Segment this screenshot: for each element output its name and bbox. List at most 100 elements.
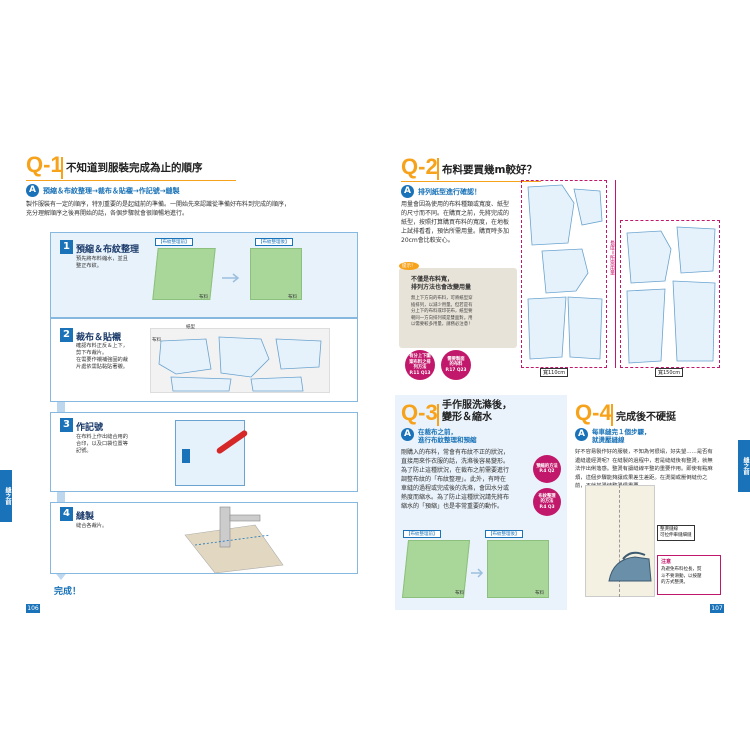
body-line: 車縫的過程或完成後的洗滌，會因水分或 xyxy=(401,485,510,492)
layout-110 xyxy=(521,180,607,368)
flow-arrow-icon xyxy=(53,570,69,580)
step-2-title: 裁布＆貼襯 xyxy=(76,333,122,343)
note-title-line: 排列方法也會改變用量 xyxy=(411,284,472,291)
body-line: 用量會因為使用的布料種類或寬度、紙型 xyxy=(401,201,510,208)
desc-line: 整正布紋。 xyxy=(76,263,102,269)
page-number-left: 106 xyxy=(26,604,40,613)
pattern-pieces-icon xyxy=(158,336,322,392)
q2-ref-1: 有分上下圖 案布料之排 列方法 P.11 Q13 xyxy=(405,350,435,380)
body-line: 好不容易製作好的服裝，不知為何很塌，好失望……是否有 xyxy=(575,449,713,455)
step-3-number: 3 xyxy=(60,418,73,432)
ref-line: 需要製面 xyxy=(447,356,465,362)
page-number-right: 107 xyxy=(710,604,724,613)
ref-line: P.4 Q2 xyxy=(539,469,555,474)
fabric-label: 布料 xyxy=(199,295,208,300)
fabric-label: 布料 xyxy=(535,591,544,596)
flow-line xyxy=(57,238,65,573)
side-tab-text: 縫之前 xyxy=(4,487,11,505)
length-label: 長度＝所需用量 xyxy=(609,240,615,276)
step-3-desc: 在布料上作出縫合用的 合印，以及口袋位置等 記號。 xyxy=(76,434,128,455)
title-line: 變形＆縮水 xyxy=(442,412,492,423)
step-1-number: 1 xyxy=(60,240,73,254)
q2-underline xyxy=(401,181,541,182)
body-line: 熱度而縮水。為了防止這種狀況請先將布 xyxy=(401,494,510,501)
q2-body: 用量會因為使用的布料種類或寬度、紙型 的尺寸而不同。在購買之前，先將完成的 紙型… xyxy=(401,200,516,245)
ref-line: 的方法 xyxy=(540,499,554,505)
q4-illustration: 整燙縫線 可拉伸車縫細縫 注意 為避免布料拉長，熨 斗不要滑動，以按壓 的方式整… xyxy=(575,485,723,605)
seam-line xyxy=(619,485,620,597)
mark-square xyxy=(182,449,190,463)
q3-divider xyxy=(437,404,439,426)
paper-label: 紙型 xyxy=(186,325,195,330)
body-line: 上試排看看，預估所需用量。購買時多加 xyxy=(401,228,510,235)
note-line: 以需要較多用量，請務必注意！ xyxy=(411,322,473,327)
intro-text: 製作服裝有一定的順序，特別重要的是起縫前的準備。一開始先來認識從準備好布料到完成… xyxy=(26,200,356,218)
q1-title: 不知道到服裝完成為止的順序 xyxy=(66,162,203,174)
ref-line: P.11 Q13 xyxy=(409,370,431,376)
pattern-layout-150-icon xyxy=(626,226,716,364)
caution-badge: 注意 xyxy=(661,559,672,565)
step-4-desc: 縫合各裁片。 xyxy=(76,523,107,530)
head-line: 在裁布之前， xyxy=(418,428,457,436)
desc-line: 合印，以及口袋位置等 xyxy=(76,441,128,447)
q4-title: 完成後不硬挺 xyxy=(616,412,676,423)
side-tab-text: 縫之前 xyxy=(742,457,749,475)
q3-answer-badge: A xyxy=(401,428,414,441)
step-1-desc: 預先將布料縮水，並且 整正布紋。 xyxy=(76,256,128,270)
caution-line: 的方式整燙。 xyxy=(661,580,688,585)
label-line: 整燙縫線 xyxy=(660,527,678,532)
body-line: 20cm會比較安心。 xyxy=(401,237,454,244)
title-line: 手作服洗滌後， xyxy=(442,400,512,411)
desc-line: 在需要作襯補強固的裁 xyxy=(76,357,128,363)
side-tab-left: 縫之前 xyxy=(0,470,12,522)
q3-title: 手作服洗滌後， 變形＆縮水 xyxy=(442,400,512,424)
body-line: 縮水的「預縮」也是非常重要的動作。 xyxy=(401,503,504,510)
head-line: 進行布紋整理和預縮 xyxy=(418,436,477,444)
ref-line: P.4 Q3 xyxy=(539,504,555,510)
body-line: 紙型，按照打算購買布料的寬度，在地板 xyxy=(401,219,510,226)
answer-badge: A xyxy=(26,184,39,197)
intro-line: 充分理解順序之後再開始的話，各個步驟就會很順暢地進行。 xyxy=(26,210,189,217)
step-3-title: 作記號 xyxy=(76,423,104,433)
desc-line: 記號。 xyxy=(76,448,92,454)
ref-line: 的布料 xyxy=(449,362,463,368)
width-150-label: 寬150cm xyxy=(655,368,684,377)
q4-answer-badge: A xyxy=(575,428,588,441)
iron-icon xyxy=(605,551,653,585)
note-title: 不僅是布料寬， 排列方法也會改變用量 xyxy=(411,276,471,292)
note-line: 無上下方向的布料，可將紙型穿 xyxy=(411,296,473,301)
body-line: 為了防止這種狀況，在裁布之前需要進行 xyxy=(401,467,510,474)
desc-line: 在布料上作出縫合用的 xyxy=(76,434,128,440)
body-line: 邊縫邊經燙呢？在縫製的過程中，若是縫縫後有整燙，就無 xyxy=(575,457,713,464)
q3-tag-before: 【布紋整理前】 xyxy=(403,530,441,538)
q3-fabric-after xyxy=(487,540,549,598)
step-4-number: 4 xyxy=(60,507,73,521)
pattern-layout-110-icon xyxy=(527,184,603,360)
desc-line: 縫合各裁片。 xyxy=(76,523,108,529)
q3-number: Q-3 xyxy=(401,400,438,425)
caution-body: 為避免布料拉長，熨 斗不要滑動，以按壓 的方式整燙。 xyxy=(661,567,702,587)
intro-line: 製作服裝有一定的順序，特別重要的是起縫前的準備。一開始先來認識從準備好布料到完成… xyxy=(26,201,291,208)
body-line: 直接用來作衣服的話，洗滌後容易變形。 xyxy=(401,458,510,465)
desc-line: 片處依需貼黏貼著襯。 xyxy=(76,364,128,370)
head-line: 每車縫完１個步驟， xyxy=(592,428,651,436)
q2-answer-badge: A xyxy=(401,185,414,198)
fabric-before xyxy=(152,248,216,300)
fabric-label: 布料 xyxy=(152,338,161,343)
right-page: Q-2 布料要買幾m較好？ A 排列紙型進行確認！ 用量會因為使用的布料種類或寬… xyxy=(375,0,750,750)
ref-line: 列方法 xyxy=(413,365,427,370)
body-line: 調整布紋的「布紋整理」。此外，有時在 xyxy=(401,476,507,483)
body-line: 的尺寸而不同。在購買之前，先將完成的 xyxy=(401,210,510,217)
q1-underline xyxy=(26,180,236,181)
note-line: 插排列，以減少用量。但若是有 xyxy=(411,302,473,308)
label-line: 可拉伸車縫細縫 xyxy=(660,533,692,538)
q2-title: 布料要買幾m較好？ xyxy=(442,164,537,176)
marking-illustration xyxy=(175,420,249,486)
cutting-illustration xyxy=(150,328,330,393)
step-1-title: 預縮＆布紋整理 xyxy=(76,245,140,255)
note-line: 朝同一方向排列或是雙面對。用 xyxy=(411,315,473,321)
ref-line: 有分上下圖 xyxy=(409,354,431,359)
q2-number: Q-2 xyxy=(401,154,438,179)
left-page: Q-1 不知道到服裝完成為止的順序 A 預縮＆布紋整理→裁布＆貼襯→作記號→縫製… xyxy=(0,152,358,613)
note-title-line: 不僅是布料寬， xyxy=(411,276,454,283)
